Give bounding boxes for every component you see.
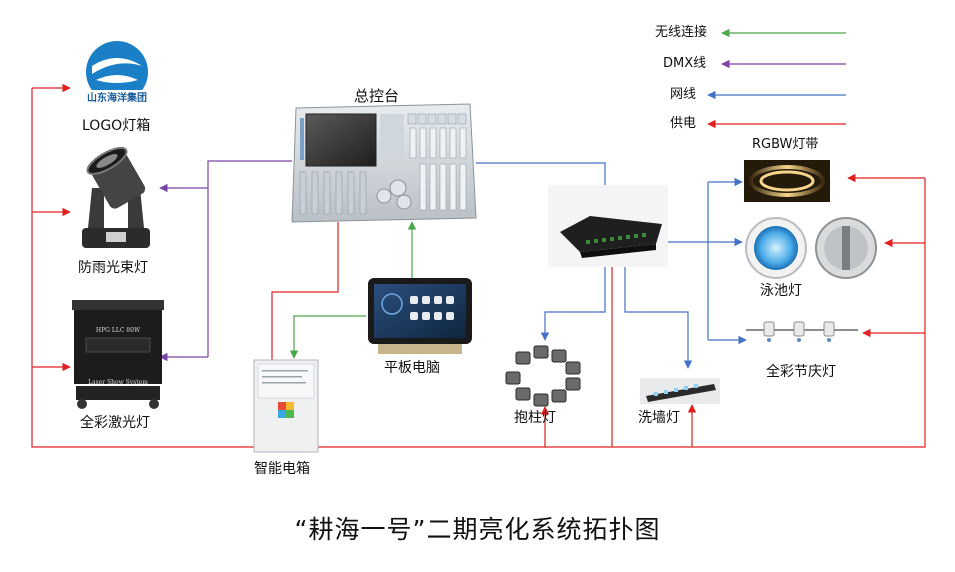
smart-box-image [253,359,319,453]
pillar-light-label: 抱柱灯 [514,410,556,426]
smart-box-label: 智能电箱 [254,461,310,477]
laser-brand-text: Laser Show System [88,379,148,386]
wall-washer-image [640,378,720,404]
logo-wave [92,58,142,74]
pillar-light-image [505,345,581,407]
console-image [291,103,477,223]
wireless-tablet-box [289,315,366,359]
diagram-title: “耕海一号”二期亮化系统拓扑图 [294,515,661,544]
logo-text-bg [80,90,154,104]
beam-light-image [82,146,150,248]
legend [707,28,846,129]
net-decoder-pillar [540,258,606,341]
logo-box-label: LOGO灯箱 [82,118,151,134]
festival-light-image [746,321,858,342]
legend-dmx-label: DMX线 [663,56,707,71]
rgbw-strip-image [744,160,830,202]
logo: 山东海洋集团 [80,41,154,104]
wireless-lines [289,221,417,359]
wall-washer-label: 洗墙灯 [638,410,680,426]
legend-network-label: 网线 [670,87,697,102]
console-label: 总控台 [354,87,400,105]
logo-wave-2 [96,75,138,83]
pool-light-image [745,217,877,279]
logo-text: 山东海洋集团 [87,91,147,104]
pool-light-label: 泳池灯 [760,283,802,299]
logo-circle [86,41,148,103]
beam-light-label: 防雨光束灯 [78,260,148,276]
tablet-label: 平板电脑 [384,360,440,376]
power-trunk-bottom [318,178,926,448]
legend-power-label: 供电 [670,116,697,131]
laser-light-label: 全彩激光灯 [80,415,150,431]
decoder-image [548,185,668,267]
dmx-trunk [207,160,292,357]
laser-model-text: HPG LLC 80W [96,327,141,334]
net-decoder-washer [624,258,693,369]
tablet-image [368,278,472,354]
rgbw-strip-label: RGBW灯带 [752,137,819,152]
festival-light-label: 全彩节庆灯 [766,364,836,380]
dmx-lines [159,160,292,362]
legend-wireless-label: 无线连接 [655,25,708,40]
laser-light-image: HPG LLC 80W Laser Show System [72,300,164,409]
